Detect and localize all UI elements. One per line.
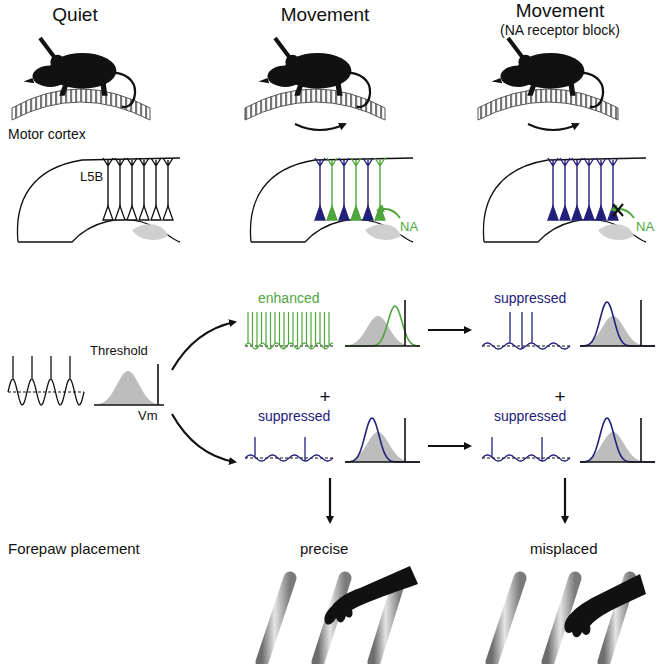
vm-distribution <box>580 302 655 346</box>
vm-distribution <box>345 418 420 462</box>
dendrite <box>339 158 349 212</box>
dendrite <box>103 158 113 212</box>
mouse-on-wheel <box>12 38 150 120</box>
dendrite <box>315 158 325 212</box>
dendrite <box>163 158 173 212</box>
dendrite <box>139 158 149 212</box>
dendrite <box>548 158 558 212</box>
neuron-soma <box>351 206 361 220</box>
cortex-slice <box>17 158 646 242</box>
state-label: suppressed <box>494 408 566 424</box>
neuron-soma <box>596 206 606 220</box>
dendrite <box>327 158 337 212</box>
axis-label: Vm <box>138 409 158 424</box>
neuron-soma <box>363 206 373 220</box>
transmitter-label: NA <box>636 220 654 235</box>
forepaw-precise <box>262 566 418 662</box>
membrane-trace <box>245 437 333 461</box>
dendrite <box>151 158 161 212</box>
plus-sign: + <box>319 386 330 408</box>
membrane-trace <box>245 312 333 349</box>
panel-title: Movement <box>516 0 605 22</box>
plus-sign: + <box>554 386 565 408</box>
panel-title: Quiet <box>52 4 97 26</box>
forepaw-misplaced <box>492 574 646 662</box>
transmitter-label: NA <box>400 220 418 235</box>
axis <box>94 404 164 405</box>
neuron-soma <box>127 206 137 220</box>
panel-subtitle: (NA receptor block) <box>500 22 620 38</box>
dendrite <box>351 158 361 212</box>
neuron-soma <box>139 206 149 220</box>
region-label: Motor cortex <box>8 126 86 142</box>
state-label: suppressed <box>258 408 330 424</box>
dendrite <box>127 158 137 212</box>
state-label: suppressed <box>494 290 566 306</box>
membrane-trace <box>8 356 84 405</box>
neuron-soma <box>103 206 113 220</box>
neuron-soma <box>584 206 594 220</box>
axis <box>580 345 655 346</box>
axis <box>345 461 420 462</box>
outcome-label: precise <box>300 540 348 557</box>
panel-title: Movement <box>281 4 370 26</box>
threshold-line <box>404 418 406 462</box>
membrane-traces <box>8 300 655 462</box>
threshold-line <box>157 364 159 405</box>
vm-distribution <box>345 306 420 346</box>
threshold-line <box>640 300 642 346</box>
mouse-on-wheel <box>478 38 618 130</box>
dendrite <box>608 158 618 212</box>
neuron-soma <box>163 206 173 220</box>
neuron-soma <box>327 206 337 220</box>
na-release <box>378 204 634 218</box>
membrane-trace <box>482 437 570 461</box>
membrane-trace <box>482 312 570 349</box>
mouse-on-wheel <box>245 38 385 130</box>
dendrite <box>375 158 385 212</box>
dendrite <box>584 158 594 212</box>
dendrite <box>596 158 606 212</box>
l5b-neurons <box>103 158 618 220</box>
row-label: Forepaw placement <box>8 540 140 557</box>
vm-distribution <box>580 418 655 462</box>
dendrite <box>560 158 570 212</box>
outcome-label: misplaced <box>530 540 598 557</box>
dendrite <box>363 158 373 212</box>
axis <box>580 461 655 462</box>
threshold-line <box>404 300 406 346</box>
neuron-soma <box>315 206 325 220</box>
axis <box>345 345 420 346</box>
layer-label: L5B <box>80 170 103 185</box>
dendrite <box>115 158 125 212</box>
threshold-line <box>640 418 642 462</box>
neuron-soma <box>115 206 125 220</box>
state-label: enhanced <box>258 290 320 306</box>
dendrite <box>572 158 582 212</box>
neuron-soma <box>548 206 558 220</box>
axis-label: Threshold <box>90 344 148 359</box>
vm-distribution <box>94 371 164 405</box>
neuron-soma <box>151 206 161 220</box>
neuron-soma <box>339 206 349 220</box>
neuron-soma <box>572 206 582 220</box>
neuron-soma <box>560 206 570 220</box>
